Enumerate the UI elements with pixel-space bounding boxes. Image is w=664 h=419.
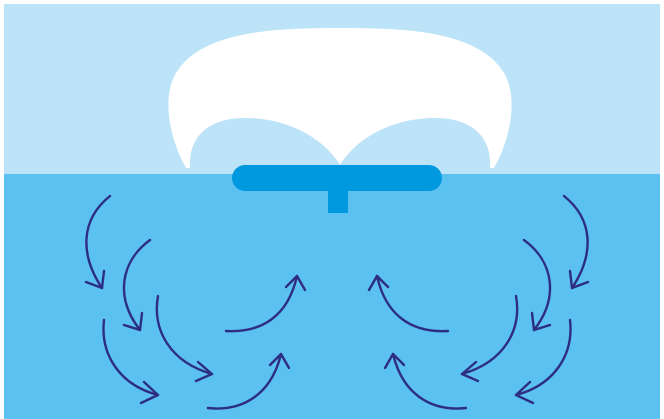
bubble-plume-icon bbox=[168, 28, 511, 168]
diffuser-stem bbox=[328, 185, 348, 213]
